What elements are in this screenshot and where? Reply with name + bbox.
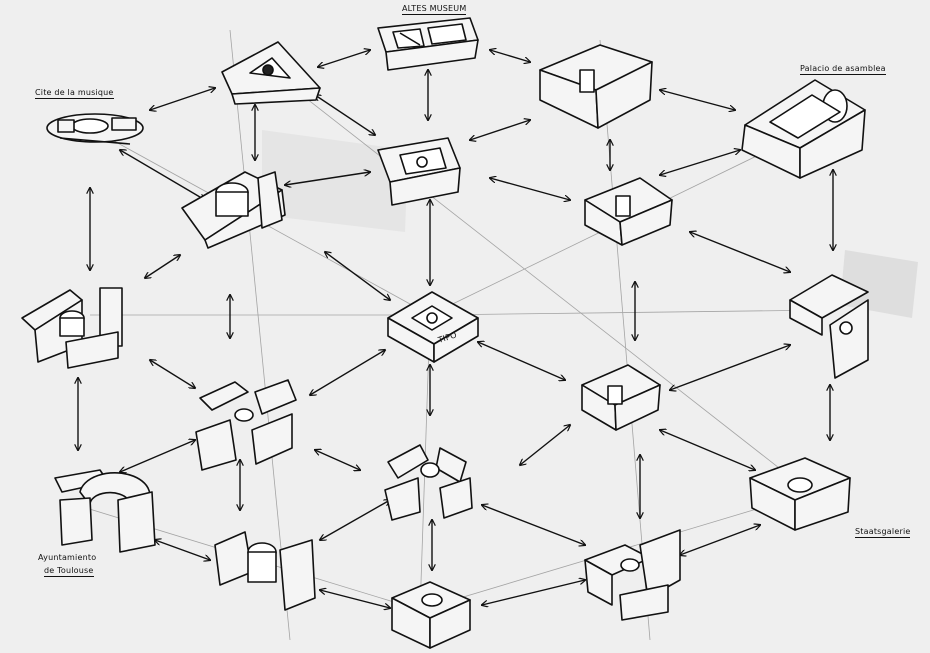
cylinder (616, 196, 630, 216)
cylinder (580, 70, 594, 92)
block (118, 492, 155, 552)
cylinder-body (216, 192, 248, 216)
label-cite-musique: Cite de la musique (35, 88, 114, 99)
cylinder (422, 594, 442, 606)
label-staatsgalerie: Staatsgalerie (855, 527, 910, 538)
label-palacio: Palacio de asamblea (800, 64, 886, 75)
cylinder (427, 313, 437, 323)
cylinder (263, 65, 273, 75)
cylinder (621, 559, 639, 571)
cylinder (417, 157, 427, 167)
cylinder (235, 409, 253, 421)
cylinder (72, 119, 108, 133)
block (280, 540, 315, 610)
cylinder (788, 478, 812, 492)
block (58, 120, 74, 132)
label-altes-museum: ALTES MUSEUM (402, 4, 466, 15)
cell (428, 24, 466, 44)
block (112, 118, 136, 130)
block (60, 498, 92, 545)
cylinder-body (60, 318, 84, 336)
cylinder (421, 463, 439, 477)
cylinder-body (248, 552, 276, 582)
label-ayuntamiento-1: Ayuntamiento (38, 553, 96, 563)
cylinder (840, 322, 852, 334)
label-ayuntamiento-2: de Toulouse (44, 566, 94, 577)
cylinder (608, 386, 622, 404)
